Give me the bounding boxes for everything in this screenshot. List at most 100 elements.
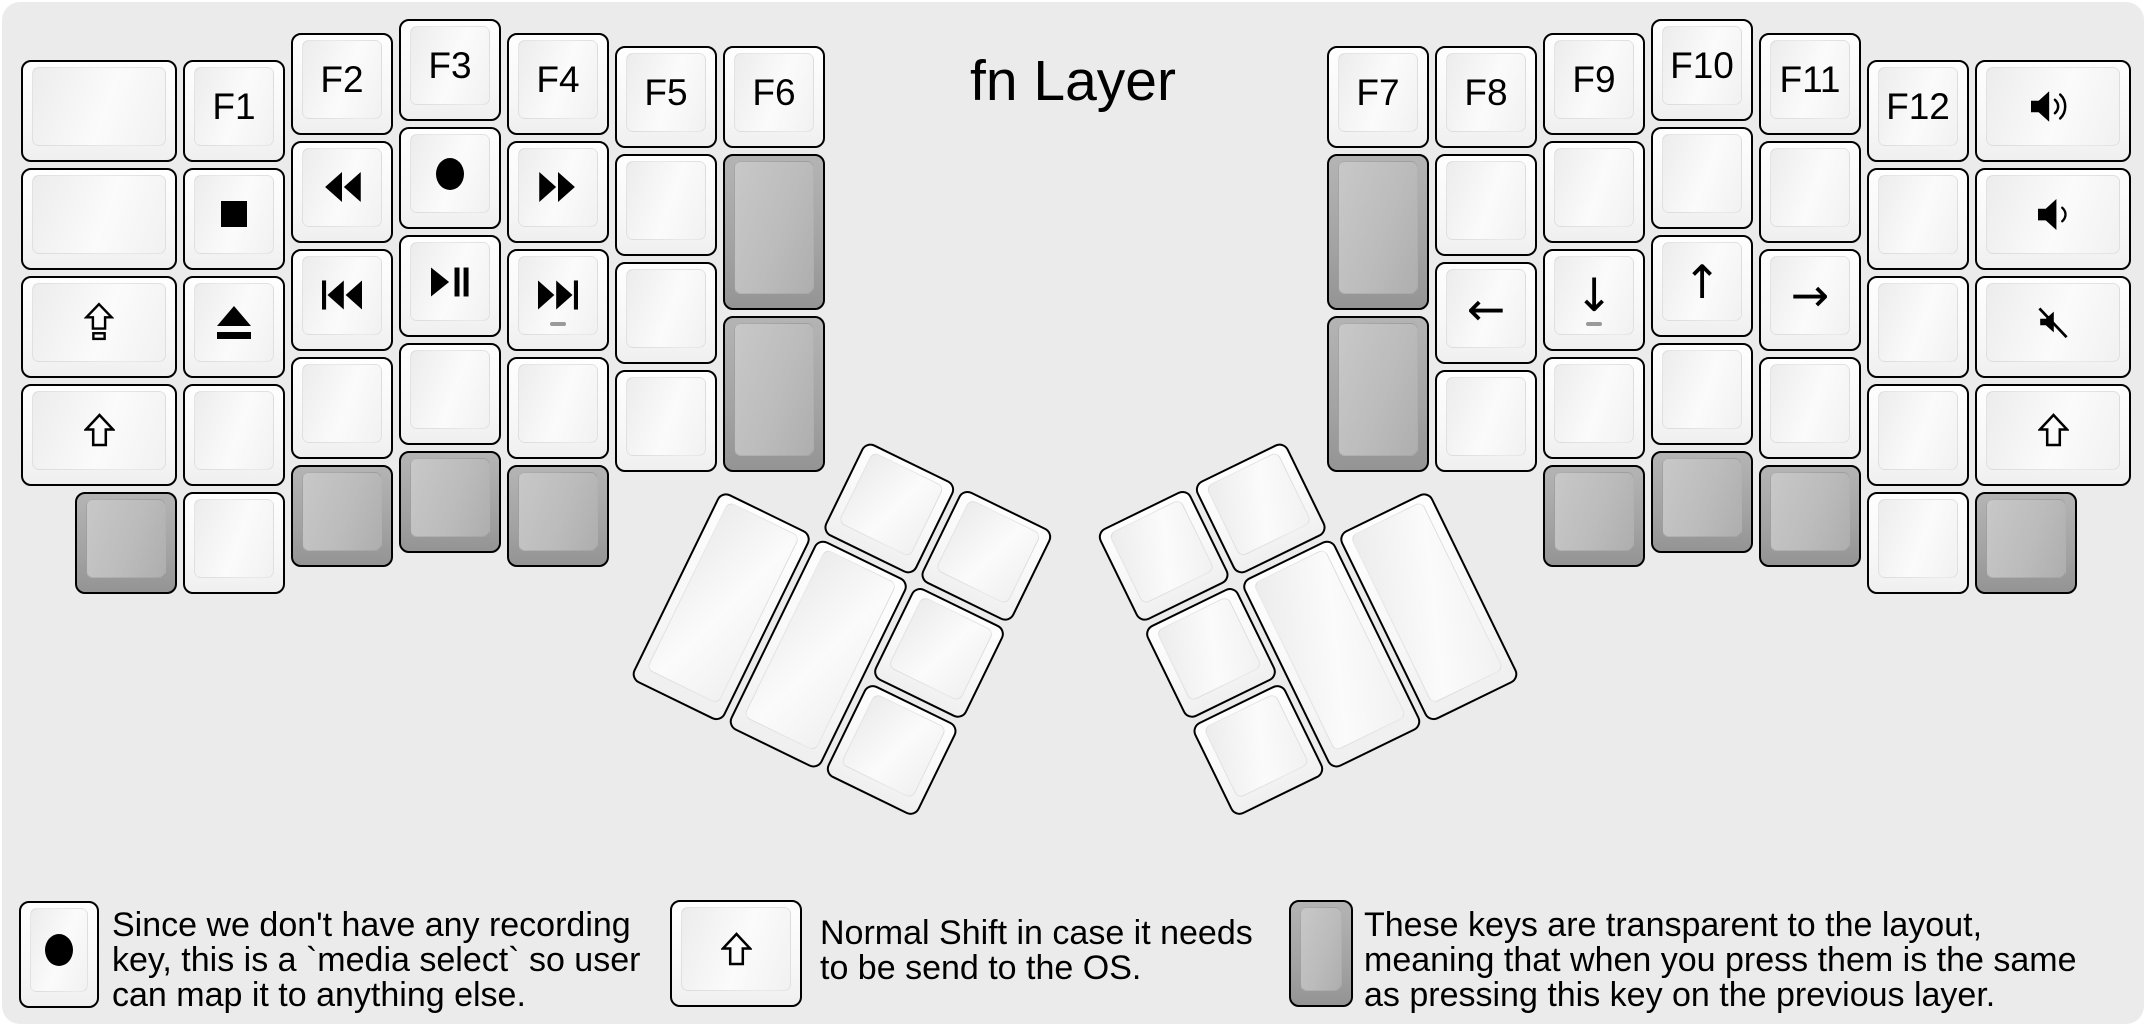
key-f12[interactable]: F12 — [1867, 59, 1969, 162]
key-blank[interactable] — [615, 370, 717, 472]
key-down-arrow[interactable]: ↓ — [1543, 248, 1645, 351]
key-transparent[interactable] — [399, 451, 501, 553]
key-blank[interactable] — [291, 356, 393, 459]
key-eject[interactable] — [183, 275, 285, 378]
key-legend-text: ↓ — [1574, 268, 1614, 322]
key-f4[interactable]: F4 — [507, 32, 609, 135]
key-volume-up[interactable] — [1975, 59, 2131, 162]
legend-text-line: can map it to anything else. — [112, 976, 526, 1014]
key-f10[interactable]: F10 — [1651, 19, 1753, 121]
key-blank[interactable] — [1435, 154, 1537, 256]
key-f9[interactable]: F9 — [1543, 32, 1645, 135]
key-f1[interactable]: F1 — [183, 59, 285, 162]
key-transparent[interactable] — [1975, 491, 2077, 594]
key-left-arrow[interactable]: ← — [1435, 262, 1537, 364]
key-blank[interactable] — [615, 154, 717, 256]
key-prev-track[interactable] — [291, 248, 393, 351]
key-blank[interactable] — [399, 343, 501, 445]
key-f2[interactable]: F2 — [291, 32, 393, 135]
keycap-top — [840, 692, 947, 799]
keycap-top: F4 — [518, 39, 598, 119]
key-transparent[interactable] — [1327, 154, 1429, 310]
key-blank[interactable] — [183, 383, 285, 486]
key-blank[interactable] — [1867, 383, 1969, 486]
key-blank[interactable] — [615, 262, 717, 364]
key-up-arrow[interactable]: ↑ — [1651, 235, 1753, 337]
key-right-arrow[interactable]: → — [1759, 248, 1861, 351]
key-shift[interactable] — [1975, 383, 2131, 486]
key-blank[interactable] — [21, 167, 177, 270]
key-f5[interactable]: F5 — [615, 46, 717, 148]
page-title: fn Layer — [970, 49, 1176, 113]
key-transparent[interactable] — [1759, 464, 1861, 567]
key-blank[interactable] — [1759, 140, 1861, 243]
key-next-track[interactable] — [507, 248, 609, 351]
key-blank[interactable] — [183, 491, 285, 594]
key-transparent[interactable] — [1651, 451, 1753, 553]
keycap-top — [1554, 363, 1634, 443]
keycap-top — [626, 161, 706, 240]
key-blank[interactable] — [507, 356, 609, 459]
play-pause-icon — [431, 267, 469, 296]
keycap-top — [1986, 498, 2066, 578]
key-fast-forward[interactable] — [507, 140, 609, 243]
key-blank[interactable] — [1651, 343, 1753, 445]
legend-text-line: Normal Shift in case it needs — [820, 914, 1253, 952]
legend-sample-shift-key[interactable] — [670, 900, 802, 1007]
keycap-top: F10 — [1662, 26, 1742, 105]
key-f11[interactable]: F11 — [1759, 32, 1861, 135]
keycap-top — [1205, 451, 1313, 558]
key-blank[interactable] — [1867, 167, 1969, 270]
key-f3[interactable]: F3 — [399, 19, 501, 121]
keycap-top: F12 — [1878, 66, 1958, 146]
key-shift[interactable] — [21, 383, 177, 486]
keycap-top: F1 — [194, 66, 274, 146]
key-transparent[interactable] — [75, 491, 177, 594]
keycap-top — [681, 907, 791, 991]
key-volume-down[interactable] — [1975, 167, 2131, 270]
keycap-top: F2 — [302, 39, 382, 119]
next-track-icon — [538, 280, 578, 310]
key-f6[interactable]: F6 — [723, 46, 825, 148]
key-play-pause[interactable] — [399, 235, 501, 337]
keycap-top — [1554, 471, 1634, 551]
legend-sample-transparent-key[interactable] — [1289, 900, 1353, 1007]
key-f7[interactable]: F7 — [1327, 46, 1429, 148]
keycap-top — [837, 451, 945, 558]
key-blank[interactable] — [1543, 140, 1645, 243]
key-record[interactable] — [399, 127, 501, 229]
legend-sample-record-key[interactable] — [19, 901, 99, 1008]
keycap-top — [32, 390, 166, 470]
key-stop[interactable] — [183, 167, 285, 270]
key-transparent[interactable] — [507, 464, 609, 567]
key-blank[interactable] — [21, 59, 177, 162]
key-transparent[interactable] — [1327, 316, 1429, 472]
key-f8[interactable]: F8 — [1435, 46, 1537, 148]
keycap-top: ← — [1446, 269, 1526, 348]
keycap-top — [887, 595, 995, 702]
eject-icon — [217, 305, 251, 339]
key-blank[interactable] — [1759, 356, 1861, 459]
key-blank[interactable] — [1867, 275, 1969, 378]
keycap-top — [1986, 282, 2120, 362]
key-blank[interactable] — [1651, 127, 1753, 229]
key-blank[interactable] — [1543, 356, 1645, 459]
key-legend-text: F9 — [1572, 58, 1616, 100]
keycap-top — [1986, 390, 2120, 470]
mute-icon — [2038, 307, 2068, 338]
key-caps-lock[interactable] — [21, 275, 177, 378]
key-transparent[interactable] — [1543, 464, 1645, 567]
legend-text-line: meaning that when you press them is the … — [1364, 941, 2077, 979]
key-rewind[interactable] — [291, 140, 393, 243]
keycap-top — [32, 174, 166, 254]
key-blank[interactable] — [1867, 491, 1969, 594]
key-transparent[interactable] — [291, 464, 393, 567]
key-blank[interactable] — [1435, 370, 1537, 472]
key-transparent[interactable] — [723, 154, 825, 310]
key-mute[interactable] — [1975, 275, 2131, 378]
key-transparent[interactable] — [723, 316, 825, 472]
key-legend-text: F2 — [320, 58, 364, 100]
legend-text-line: as pressing this key on the previous lay… — [1364, 976, 1996, 1014]
legend-text-line: Since we don't have any recording — [112, 906, 631, 944]
keycap-top — [194, 498, 274, 578]
